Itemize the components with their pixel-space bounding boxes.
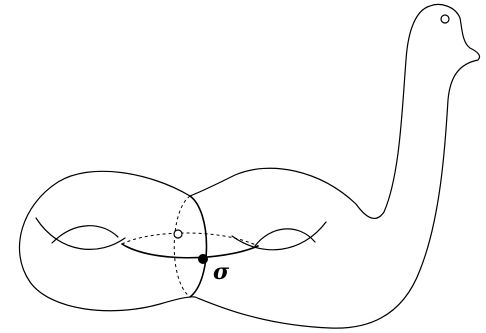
surface-outline bbox=[18, 3, 481, 329]
swan-eye bbox=[440, 14, 450, 24]
right-hole-lower-curve bbox=[231, 221, 327, 251]
right-hole-upper-curve bbox=[254, 228, 316, 247]
base-point bbox=[198, 254, 208, 264]
left-hole-lower-curve bbox=[35, 217, 126, 250]
meridian-curve-visible bbox=[189, 195, 208, 298]
meridian-curve-hidden bbox=[173, 195, 191, 298]
hidden-intersection-point bbox=[173, 229, 183, 239]
left-hole-upper-curve bbox=[51, 225, 119, 244]
base-point-label: σ bbox=[213, 259, 230, 285]
longitude-curve-visible bbox=[121, 243, 259, 259]
